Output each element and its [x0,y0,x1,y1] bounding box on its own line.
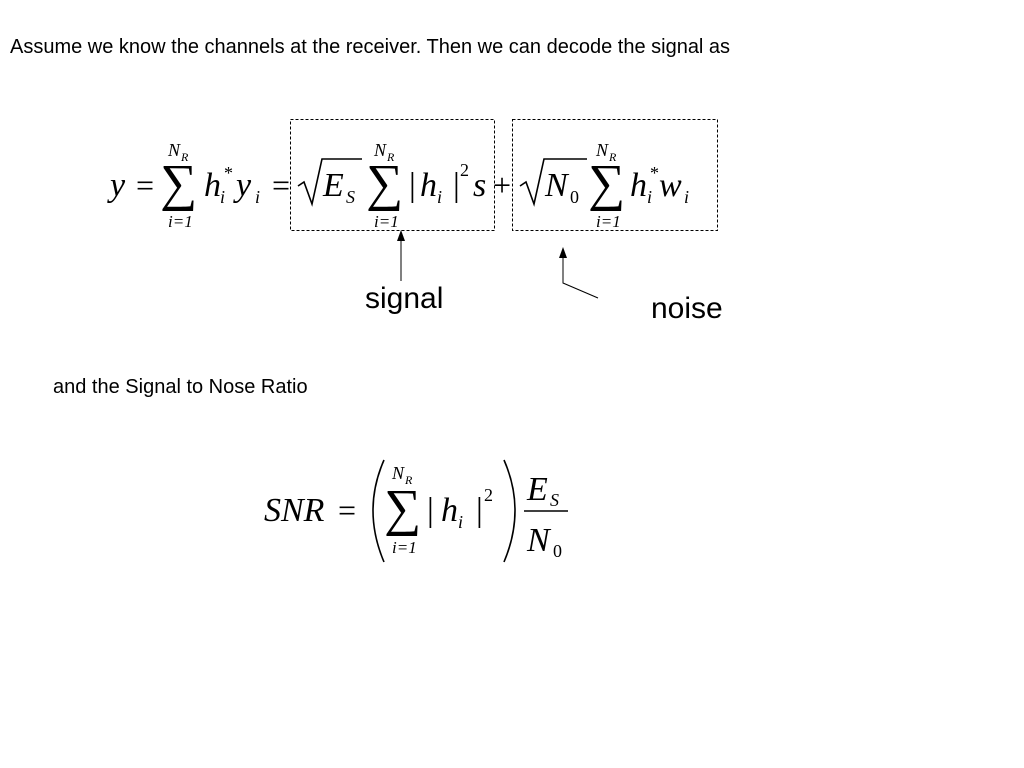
sum-symbol: ∑ [588,155,625,212]
conjugate-star: * [224,163,233,183]
sub-i: i [684,187,689,207]
sub-0: 0 [553,541,562,561]
left-paren [372,459,385,563]
sub-i: i [220,187,225,207]
sum-upper-limit-sub: R [404,473,413,487]
var-s: s [473,167,486,204]
sum-upper-limit: N [373,140,387,160]
right-paren [503,459,516,563]
var-y: y [107,167,126,204]
sum-symbol: ∑ [366,155,403,212]
equals-sign: = [272,167,290,203]
sub-S: S [550,490,559,510]
intro-text: Assume we know the channels at the recei… [10,36,731,58]
sub-i: i [437,187,442,207]
abs-bar-right: | [453,167,460,204]
plus-sign: + [493,167,511,203]
abs-bar-right: | [476,492,483,529]
equals-sign: = [136,167,154,203]
equals-sign: = [338,492,356,528]
sum-upper-limit-sub: R [180,150,189,164]
fraction-denominator: N [526,522,552,559]
abs-bar-left: | [409,167,416,204]
sum-symbol: ∑ [384,480,421,537]
var-h: h [204,167,221,204]
sum-upper-limit: N [167,140,181,160]
var-h: h [630,167,647,204]
snr-intro-text: and the Signal to Nose Ratio [53,376,308,398]
signal-label: signal [365,282,444,315]
noise-arrow [559,247,599,299]
sum-symbol: ∑ [160,155,197,212]
sub-S: S [346,187,355,207]
noise-label: noise [651,292,723,325]
fraction-numerator: E [526,471,548,508]
abs-bar-left: | [427,492,434,529]
var-h: h [420,167,437,204]
sub-i: i [255,187,260,207]
square-exponent: 2 [460,160,469,180]
snr-lhs: SNR [264,492,325,529]
sum-upper-limit: N [595,140,609,160]
sum-lower-limit: i=1 [168,212,193,231]
sum-upper-limit-sub: R [386,150,395,164]
var-y-i: y [233,167,252,204]
signal-arrow [397,230,405,281]
conjugate-star: * [650,163,659,183]
var-h: h [441,492,458,529]
sum-lower-limit: i=1 [596,212,621,231]
signal-term-box [290,119,495,231]
noise-term-box [512,119,718,231]
sum-lower-limit: i=1 [392,538,417,557]
square-exponent: 2 [484,485,493,505]
var-N: N [544,167,570,204]
sum-upper-limit-sub: R [608,150,617,164]
sqrt-symbol [297,158,362,207]
var-w: w [659,167,682,204]
sum-lower-limit: i=1 [374,212,399,231]
sub-0: 0 [570,187,579,207]
var-E: E [322,167,344,204]
sum-upper-limit: N [391,463,405,483]
sub-i: i [458,512,463,532]
sub-i: i [647,187,652,207]
sqrt-symbol [519,158,587,207]
